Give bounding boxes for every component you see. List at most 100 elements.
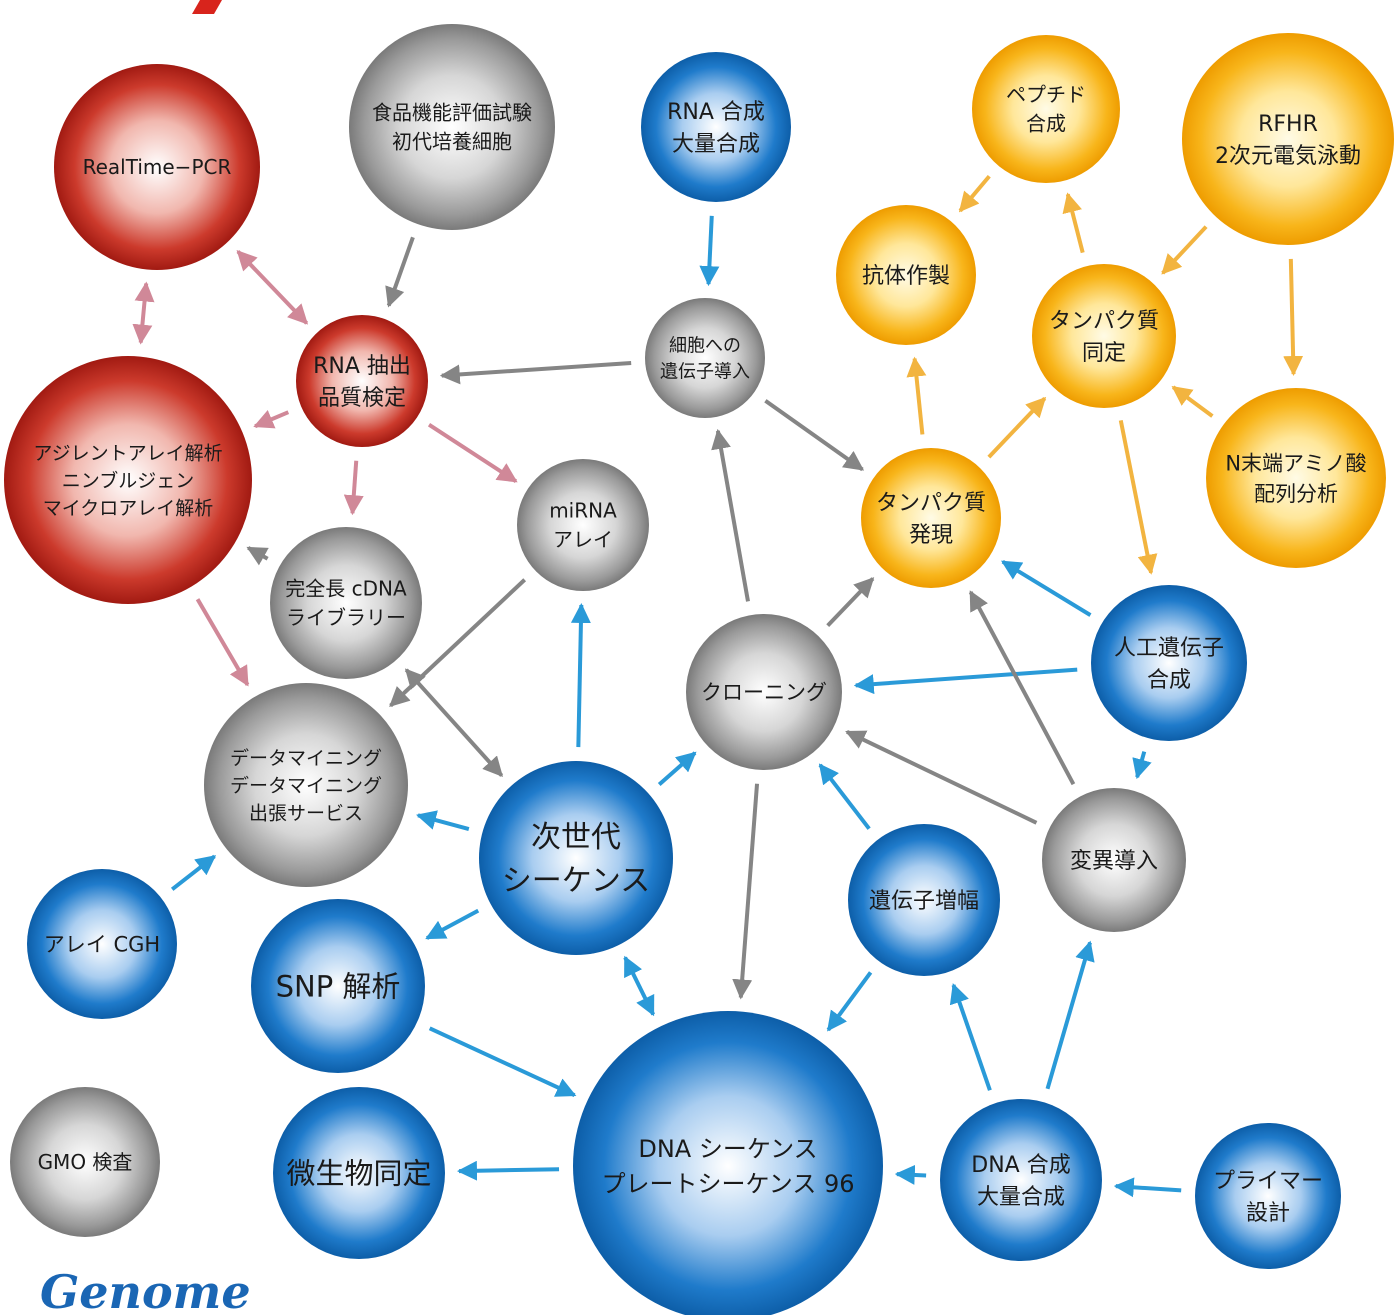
edge-jisedai-to-cloning — [657, 751, 697, 787]
top-logo-fragment — [192, 0, 222, 14]
edge-jisedai-to-mirna — [570, 602, 591, 748]
node-label: N末端アミノ酸 — [1225, 451, 1366, 475]
node-circle — [1206, 388, 1386, 568]
edge-primer-to-dna_gousei — [1113, 1177, 1182, 1198]
edge-cloning-to-dna_seq — [732, 783, 760, 1000]
node-label: アジレントアレイ解析 — [33, 442, 222, 464]
node-henni: 変異導入 — [1042, 788, 1186, 932]
edge-jinkou-to-cloning — [853, 667, 1078, 695]
node-realtime-pcr: RealTime−PCR — [54, 64, 260, 270]
node-circle — [1042, 788, 1186, 932]
node-label: 大量合成 — [977, 1185, 1065, 1210]
node-circle — [517, 459, 649, 591]
node-label: DNA シーケンス — [638, 1135, 817, 1163]
node-circle — [1195, 1123, 1341, 1269]
node-label: 合成 — [1147, 668, 1191, 693]
edge-jinkou-to-tanpaku_hatsugen — [1001, 559, 1092, 617]
node-label: ペプチド — [1006, 83, 1086, 107]
node-label: 次世代 — [531, 820, 621, 855]
node-circle — [1091, 585, 1247, 741]
edge-dna_seq-to-biseibutsu — [456, 1160, 560, 1181]
edge-snp-to-dna_seq — [428, 1026, 577, 1097]
edge-realtime_pcr-to-rna_chushutsu — [236, 250, 309, 325]
edge-dna_gousei-to-henni — [1045, 940, 1095, 1090]
node-label: miRNA — [549, 499, 617, 523]
node-label: 変異導入 — [1070, 849, 1158, 874]
node-circle — [349, 24, 555, 230]
node-label: 遺伝子導入 — [660, 362, 750, 383]
node-label: 微生物同定 — [286, 1156, 431, 1190]
node-label: 同定 — [1082, 341, 1126, 366]
node-biseibutsu: 微生物同定 — [273, 1087, 445, 1259]
node-circle — [27, 869, 177, 1019]
edge-realtime_pcr-to-agilent — [132, 281, 155, 345]
node-label: RealTime−PCR — [83, 155, 232, 179]
node-label: 発現 — [909, 523, 953, 548]
node-label: 品質検定 — [318, 386, 406, 411]
edge-henni-to-tanpaku_hatsugen — [968, 590, 1076, 786]
edge-tanpaku_hatsugen-to-tanpaku_doutei — [987, 396, 1047, 459]
node-circle — [204, 683, 408, 887]
node-circle — [686, 614, 842, 770]
node-circle — [479, 761, 673, 955]
node-circle — [836, 205, 976, 345]
node-circle — [273, 1087, 445, 1259]
node-label: クローニング — [701, 681, 827, 705]
node-label: 初代培養細胞 — [392, 130, 512, 154]
node-cloning: クローニング — [686, 614, 842, 770]
edge-tanpaku_doutei-to-jinkou — [1118, 419, 1158, 575]
node-koutai: 抗体作製 — [836, 205, 976, 345]
edge-rfhr-to-tanpaku_doutei — [1161, 225, 1208, 275]
node-idenshi-zouhaku: 遺伝子増幅 — [848, 824, 1000, 976]
edge-idenshi_zouhaku-to-dna_seq — [826, 971, 873, 1032]
edge-layer — [132, 174, 1304, 1198]
edge-array_cgh-to-data_mining — [170, 854, 217, 891]
node-label: マイクロアレイ解析 — [43, 497, 214, 519]
edge-rna_chushutsu-to-agilent — [253, 410, 290, 429]
node-snp: SNP 解析 — [251, 899, 425, 1073]
node-circle — [848, 824, 1000, 976]
node-circle — [641, 52, 791, 202]
edge-kanzen-to-agilent — [246, 546, 269, 566]
edge-rna_gousei-to-saibou — [699, 215, 720, 287]
node-label: 食品機能評価試験 — [372, 101, 532, 125]
node-label: 完全長 cDNA — [285, 577, 407, 601]
edge-tanpaku_doutei-to-peptide — [1062, 192, 1085, 254]
node-label: データマイニング — [230, 747, 382, 769]
node-circle — [972, 35, 1120, 183]
genome-logo: Genome — [40, 1265, 251, 1315]
edge-jinkou-to-henni — [1132, 751, 1152, 780]
node-label: 人工遺伝子 — [1114, 636, 1224, 661]
node-gmo: GMO 検査 — [10, 1087, 160, 1237]
edge-jisedai-to-snp — [425, 908, 480, 940]
edge-kanzen-to-jisedai — [404, 668, 504, 778]
edge-saibou-to-tanpaku_hatsugen — [764, 399, 865, 472]
edge-jisedai-to-data_mining — [416, 810, 470, 831]
edge-tanpaku_hatsugen-to-koutai — [906, 356, 927, 435]
node-circle — [296, 315, 428, 447]
node-label: RNA 抽出 — [313, 354, 411, 379]
node-label: タンパク質 — [876, 491, 986, 516]
edge-dna_gousei-to-idenshi_zouhaku — [949, 983, 992, 1091]
node-label: アレイ CGH — [44, 933, 160, 957]
node-label: 抗体作製 — [862, 264, 950, 289]
node-circle — [1182, 33, 1394, 245]
edge-idenshi_zouhaku-to-cloning — [818, 763, 871, 830]
node-label: 大量合成 — [672, 132, 760, 157]
node-label: プライマー — [1213, 1169, 1323, 1194]
node-label: GMO 検査 — [38, 1150, 133, 1174]
node-label: シーケンス — [502, 864, 651, 899]
edge-saibou-to-rna_chushutsu — [439, 360, 632, 385]
